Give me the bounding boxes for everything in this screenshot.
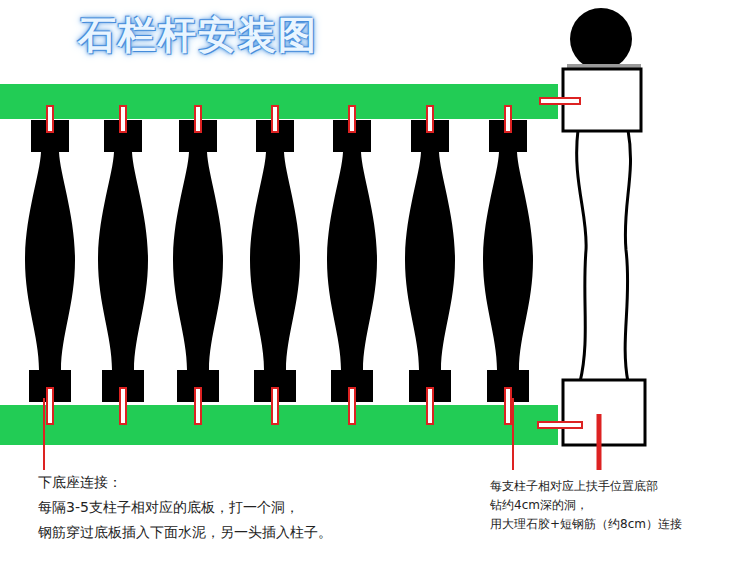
base-pin — [538, 422, 582, 428]
pin-mark — [349, 106, 355, 132]
pin-mark — [505, 106, 511, 132]
pin-mark — [47, 106, 53, 132]
pin-mark — [272, 106, 278, 132]
rail-pin — [540, 98, 580, 104]
pin-mark — [427, 388, 433, 424]
baluster — [98, 120, 148, 402]
pin-mark — [349, 388, 355, 424]
pin-mark — [195, 388, 201, 424]
install-note: 用大理石胶+短钢筋（约8cm）连接 — [490, 516, 682, 533]
install-note: 下底座连接： — [38, 474, 122, 492]
baluster — [483, 120, 533, 402]
baluster — [405, 120, 455, 402]
balusters — [25, 120, 533, 402]
install-note: 钢筋穿过底板插入下面水泥，另一头插入柱子。 — [38, 524, 332, 542]
steel-pins — [47, 106, 511, 424]
diagram-title: 石栏杆安装图 — [78, 10, 318, 61]
baluster — [327, 120, 377, 402]
install-note: 每支柱子相对应上扶手位置底部 — [490, 478, 658, 495]
install-note: 钻约4cm深的洞， — [490, 497, 588, 514]
leader-line — [512, 398, 514, 470]
pin-mark — [120, 388, 126, 424]
leader-line — [43, 398, 45, 470]
install-note: 每隔3-5支柱子相对应的底板，打一个洞， — [38, 499, 299, 517]
end-post — [563, 8, 645, 445]
pin-mark — [195, 106, 201, 132]
pin-mark — [47, 388, 53, 424]
pin-mark — [272, 388, 278, 424]
post-rebar — [597, 414, 602, 470]
baluster — [25, 120, 75, 402]
pin-mark — [120, 106, 126, 132]
baluster — [173, 120, 223, 402]
pin-mark — [505, 388, 511, 424]
baluster — [250, 120, 300, 402]
pin-mark — [427, 106, 433, 132]
